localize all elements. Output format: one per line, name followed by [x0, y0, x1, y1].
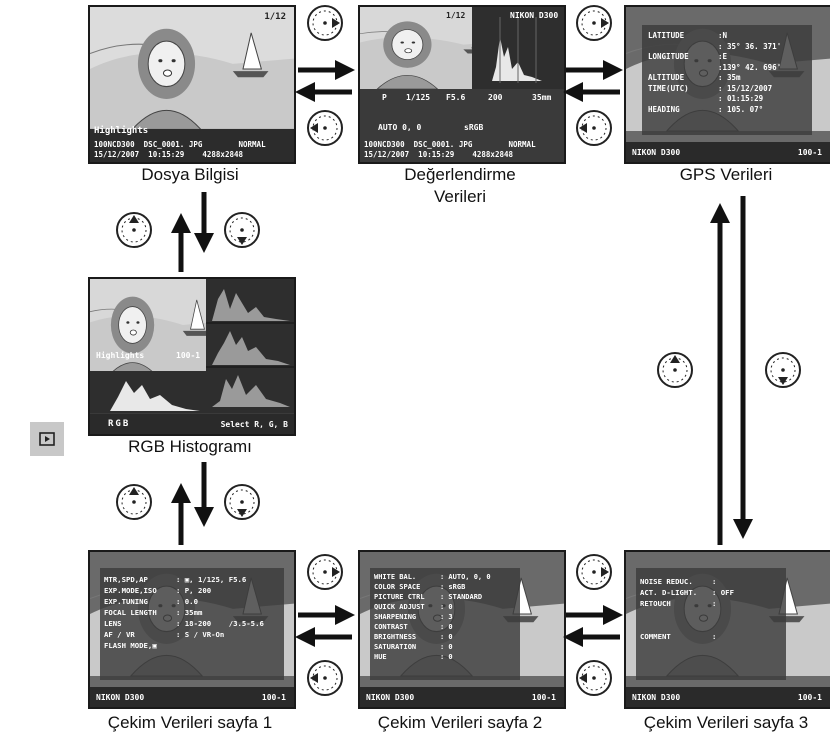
multi-selector-icon — [658, 353, 692, 387]
multi-selector-icon — [117, 213, 151, 247]
multi-selector-icon — [308, 111, 342, 145]
multi-selector-icon — [766, 353, 800, 387]
multi-selector-icon — [225, 213, 259, 247]
multi-selector-icon — [117, 485, 151, 519]
multi-selector-icon — [308, 6, 342, 40]
multi-selector-icon — [308, 555, 342, 589]
multi-selector-icon — [577, 6, 611, 40]
multi-selector-icon — [225, 485, 259, 519]
multi-selector-icon — [308, 661, 342, 695]
multi-selector-icon — [577, 555, 611, 589]
playback-button-icon — [30, 422, 64, 456]
multi-selector-icon — [577, 111, 611, 145]
multi-selector-icon — [577, 661, 611, 695]
